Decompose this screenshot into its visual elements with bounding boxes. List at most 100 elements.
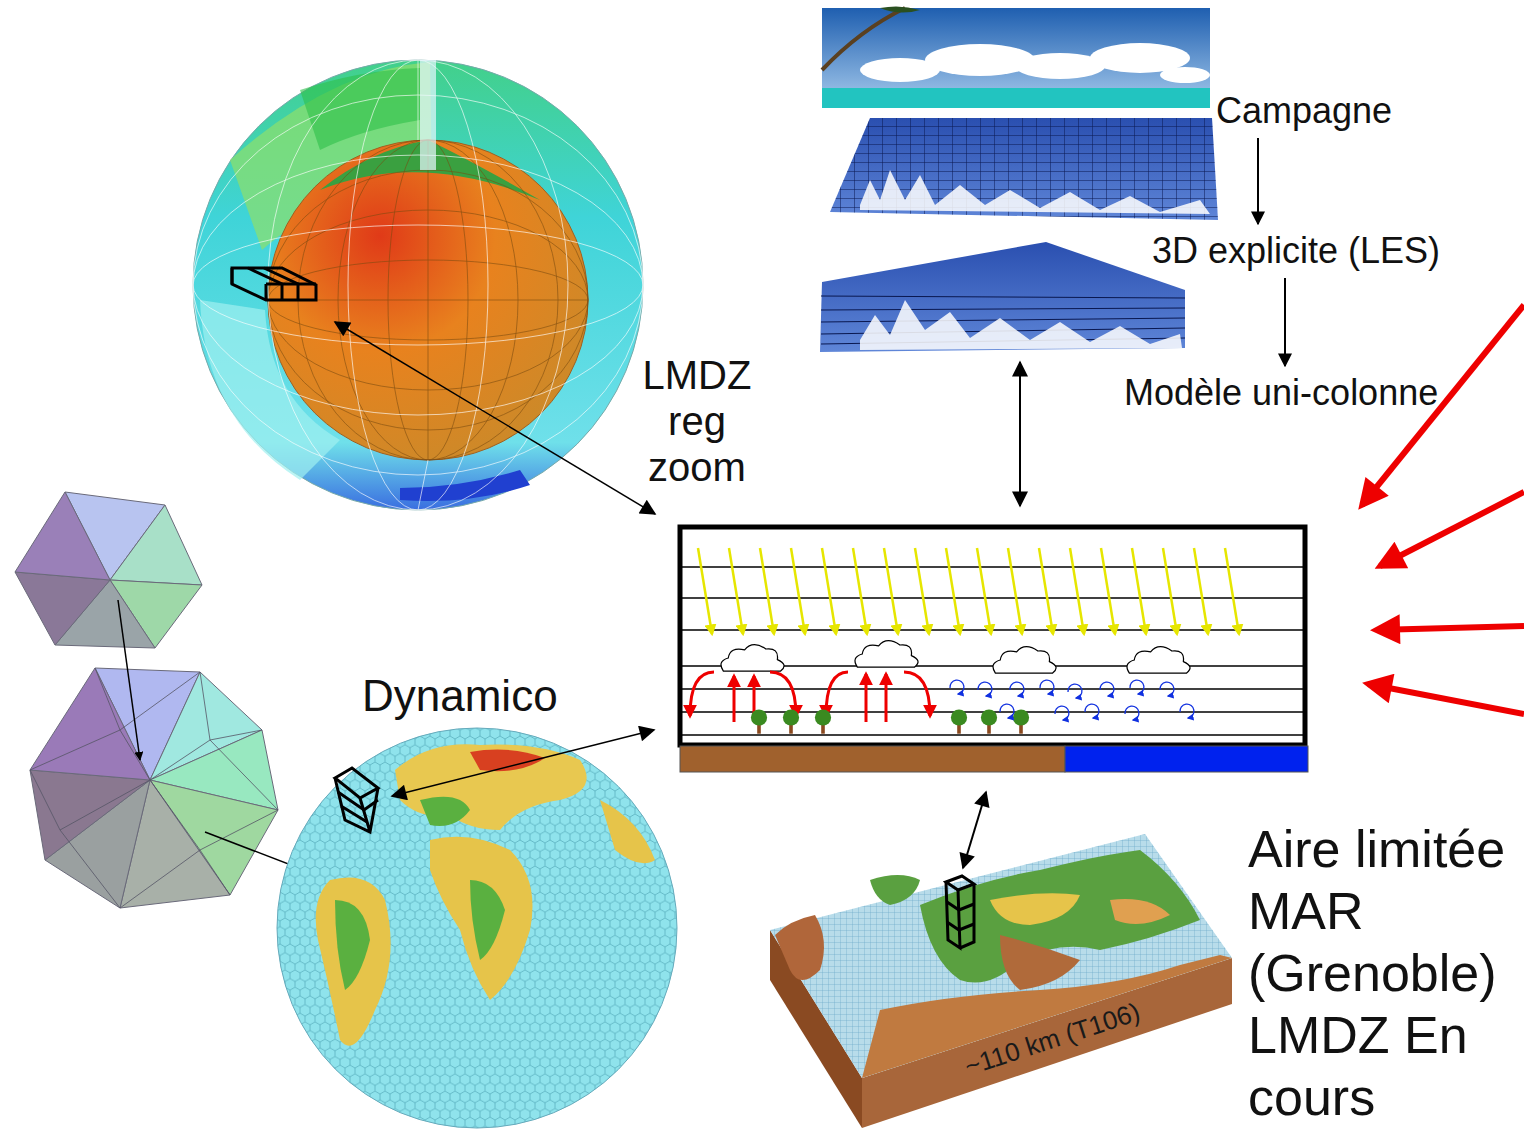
column-model — [1040, 680, 1054, 694]
icosahedra — [118, 600, 140, 760]
lmdz-globe — [232, 268, 316, 300]
column-model — [721, 645, 784, 671]
column-model — [1068, 684, 1082, 698]
column-model — [885, 674, 888, 722]
column-model — [680, 746, 1065, 772]
column-model — [950, 680, 964, 694]
icosahedra — [30, 668, 278, 908]
les-panels — [822, 8, 905, 70]
column-model — [1130, 680, 1144, 694]
model-label: LMDZ reg zoom — [632, 352, 762, 490]
column-model — [733, 676, 736, 722]
dynamico-globe — [430, 837, 533, 1000]
column-model — [1132, 548, 1146, 634]
regional-map — [990, 893, 1080, 925]
forcing-arrows — [1380, 492, 1524, 566]
les-panels — [821, 296, 1185, 298]
column-model — [993, 647, 1056, 673]
icosahedra — [15, 492, 110, 580]
node-text: Modèle uni-colonne — [1124, 372, 1439, 413]
column-model — [978, 682, 992, 696]
column-model — [1101, 548, 1115, 634]
flow-arrow — [1284, 278, 1286, 366]
les-panels — [880, 6, 920, 12]
column-model — [680, 527, 1308, 772]
dynamico-globe — [395, 744, 587, 830]
regional-map — [862, 955, 1232, 1078]
dynamico-globe — [277, 728, 677, 1128]
lmdz-globe — [348, 60, 488, 510]
node-text: 3D explicite (LES) — [1152, 230, 1441, 271]
column-model — [853, 548, 867, 634]
lmdz-globe — [420, 60, 436, 170]
column-model — [1055, 706, 1069, 720]
lmdz-globe — [418, 460, 428, 510]
lmdz-globe — [193, 60, 643, 510]
column-model — [1070, 548, 1084, 634]
column-model — [1000, 704, 1014, 718]
column-model — [682, 734, 1303, 736]
les-panels — [822, 8, 1210, 108]
column-model — [783, 709, 799, 733]
column-model — [855, 641, 918, 667]
column-model — [981, 709, 997, 733]
column-model — [946, 548, 960, 634]
column-model — [1163, 548, 1177, 634]
icosahedra — [15, 572, 110, 645]
icosahedra — [110, 505, 202, 585]
column-model — [951, 709, 967, 733]
lmdz-globe — [193, 225, 643, 345]
node-text: Campagne — [1216, 90, 1393, 131]
icosahedra — [30, 668, 278, 908]
dynamico-globe — [600, 800, 655, 863]
les-panels — [1019, 362, 1021, 506]
column-model — [751, 709, 767, 733]
column-model — [770, 672, 796, 716]
lmdz-globe — [232, 268, 316, 300]
regional-map — [770, 792, 1232, 1128]
dynamico-globe — [277, 728, 677, 1128]
les-panels — [822, 88, 1210, 108]
dynamico-globe — [392, 730, 654, 796]
dynamico-globe — [338, 792, 378, 822]
column-model — [1010, 682, 1024, 696]
regional-map — [1110, 899, 1170, 924]
column-model — [1100, 682, 1114, 696]
lmdz-globe — [335, 322, 655, 514]
column-model — [904, 672, 930, 716]
regional-map — [946, 882, 974, 948]
step-label: Modèle uni-colonne — [1120, 368, 1443, 418]
les-panels — [860, 300, 1182, 350]
regional-map — [1000, 935, 1080, 990]
dynamico-globe — [335, 778, 378, 832]
column-model — [1180, 704, 1194, 718]
regional-map — [775, 915, 824, 980]
column-model — [1065, 746, 1308, 772]
regional-map — [946, 876, 974, 890]
les-panels — [830, 118, 1218, 220]
column-model — [1125, 706, 1139, 720]
dynamico-globe — [277, 728, 677, 1128]
column-model — [822, 548, 836, 634]
regional-map — [946, 876, 974, 948]
column-model — [791, 548, 805, 634]
les-panels — [820, 242, 1185, 352]
column-model — [682, 629, 1303, 631]
les-panels — [860, 170, 1210, 214]
step-label: Campagne — [1212, 86, 1397, 136]
column-model — [690, 672, 714, 716]
icosahedra — [30, 668, 150, 780]
column-model — [682, 566, 1303, 568]
les-panels — [925, 44, 1035, 76]
lmdz-globe — [418, 60, 419, 140]
model-label: Dynamico — [362, 672, 558, 720]
column-model — [977, 548, 991, 634]
column-model — [1127, 647, 1190, 673]
column-model — [950, 680, 1194, 720]
dynamico-globe — [470, 880, 505, 960]
les-panels — [830, 118, 1218, 220]
lmdz-globe — [193, 60, 655, 514]
lmdz-globe — [193, 155, 643, 415]
dynamico-globe — [316, 878, 391, 1046]
column-model — [760, 548, 774, 634]
